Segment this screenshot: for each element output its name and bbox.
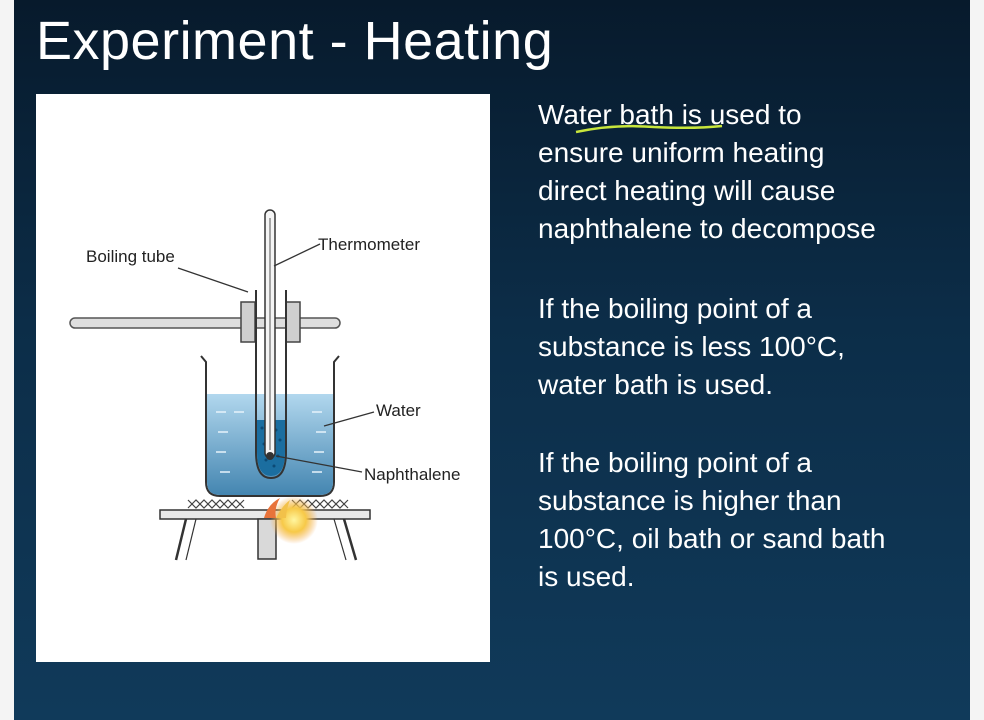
label-naphthalene: Naphthalene [364,465,460,484]
note-below-100: If the boiling point of a substance is l… [538,290,958,404]
note-line: If the boiling point of a [538,293,812,324]
label-boiling-tube: Boiling tube [86,247,175,266]
note-line: Water bath is used to [538,99,802,130]
note-line: is used. [538,561,635,592]
flame-glow [270,496,318,544]
note-line: direct heating will cause [538,175,836,206]
note-line: substance is higher than [538,485,842,516]
note-line: water bath is used. [538,369,774,400]
note-line: If the boiling point of a [538,447,812,478]
thermometer-bulb [266,452,274,460]
clamp-block-left [240,301,256,343]
flame [264,498,280,518]
label-thermometer: Thermometer [318,235,420,254]
apparatus-diagram: Boiling tube Thermometer Water Naphthale… [69,209,460,561]
tripod-leg-left [174,518,188,561]
note-line: naphthalene to decompose [538,213,876,244]
beaker [200,355,340,497]
note-water-bath: Water bath is used to ensure uniform hea… [538,96,958,248]
leader-lines [177,243,375,473]
boiling-tube [255,290,287,480]
tripod-leg-right [342,518,358,561]
water-dashes [216,411,326,473]
wire-gauze [187,499,349,509]
highlight-underline [575,124,723,134]
note-line: ensure uniform heating [538,137,825,168]
bunsen-burner [257,518,277,560]
note-line: 100°C, oil bath or sand bath [538,523,886,554]
clamp-block-right [285,301,301,343]
label-water: Water [376,401,421,420]
slide: Experiment - Heating [14,0,970,720]
note-line: substance is less 100°C, [538,331,845,362]
note-above-100: If the boiling point of a substance is h… [538,444,958,596]
apparatus-figure: Boiling tube Thermometer Water Naphthale… [36,94,490,662]
slide-title: Experiment - Heating [36,11,554,71]
